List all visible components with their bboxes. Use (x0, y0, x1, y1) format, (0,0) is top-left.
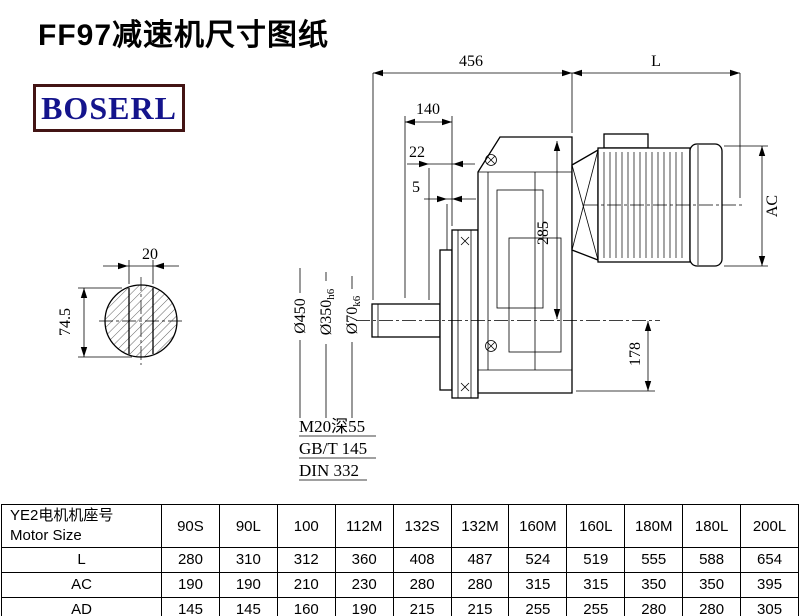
dim-key-flat: 74.5 (57, 287, 132, 358)
dim-key-width-label: 20 (142, 246, 158, 263)
table-cell: 305 (740, 597, 799, 616)
tap-hole-label: M20深55 (299, 417, 365, 436)
page-title: FF97减速机尺寸图纸 (38, 19, 330, 52)
table-row-AD: AD 145 145 160 190 215 215 255 255 280 2… (1, 597, 799, 616)
dim-AC-label: AC (764, 195, 781, 217)
row-label: AD (1, 597, 162, 616)
table-cell: 519 (566, 547, 626, 573)
technical-drawing: 20 74.5 (57, 53, 781, 481)
table-cell: 215 (450, 597, 510, 616)
dim-285-label: 285 (535, 221, 552, 245)
table-row-L: L 280 310 312 360 408 487 524 519 555 58… (1, 547, 799, 573)
dim-456-label: 456 (459, 53, 483, 70)
table-cell: 315 (508, 572, 568, 598)
din-standard-label: DIN 332 (299, 461, 359, 480)
table-cell: 524 (508, 547, 568, 573)
table-cell: 555 (624, 547, 684, 573)
shaft-section-view (99, 277, 183, 365)
dim-5-label: 5 (412, 179, 420, 196)
table-cell: 280 (682, 597, 742, 616)
motor-size-header-en: Motor Size (10, 527, 82, 544)
gearbox-housing (477, 136, 573, 394)
dim-key-width: 20 (103, 246, 179, 284)
col-header: 200L (740, 504, 799, 548)
col-header: 160M (508, 504, 568, 548)
table-cell: 190 (334, 597, 394, 616)
dim-L-label: L (651, 53, 661, 70)
table-cell: 280 (624, 597, 684, 616)
table-cell: 255 (508, 597, 568, 616)
table-cell: 160 (276, 597, 336, 616)
dim-22-label: 22 (409, 144, 425, 161)
dimensions: 456 L 140 22 5 285 (292, 53, 781, 481)
col-header: 180M (624, 504, 684, 548)
table-header-row: YE2电机机座号 Motor Size 90S 90L 100 112M 132… (1, 504, 799, 548)
col-header: 112M (334, 504, 394, 548)
dim-dia70-label: Ø70k6 (344, 295, 363, 334)
table-cell: 350 (682, 572, 742, 598)
table-cell: 190 (161, 572, 220, 598)
table-cell: 215 (392, 597, 452, 616)
table-cell: 210 (276, 572, 336, 598)
motor-size-header-cell: YE2电机机座号 Motor Size (1, 504, 162, 548)
motor (571, 133, 723, 267)
row-label: L (1, 547, 162, 573)
table-cell: 312 (276, 547, 336, 573)
terminal-box (603, 133, 649, 149)
diameter-callouts: Ø450 Ø350h6 Ø70k6 (292, 268, 363, 418)
table-cell: 145 (218, 597, 278, 616)
table-cell: 310 (218, 547, 278, 573)
table-cell: 280 (450, 572, 510, 598)
dim-dia350-label: Ø350h6 (318, 288, 337, 335)
bolt-symbol (485, 340, 497, 352)
table-cell: 145 (161, 597, 220, 616)
reducer-main-view (356, 133, 744, 399)
output-flange (451, 229, 479, 399)
boserl-logo: BOSERL (33, 84, 185, 132)
col-header: 90L (218, 504, 278, 548)
table-cell: 408 (392, 547, 452, 573)
col-header: 90S (161, 504, 220, 548)
table-cell: 654 (740, 547, 799, 573)
table-cell: 190 (218, 572, 278, 598)
col-header: 160L (566, 504, 626, 548)
motor-size-table: YE2电机机座号 Motor Size 90S 90L 100 112M 132… (1, 504, 799, 616)
table-cell: 395 (740, 572, 799, 598)
table-cell: 350 (624, 572, 684, 598)
table-cell: 255 (566, 597, 626, 616)
row-label: AC (1, 572, 162, 598)
dim-key-flat-label: 74.5 (57, 308, 74, 336)
table-cell: 487 (450, 547, 510, 573)
dim-178-label: 178 (627, 342, 644, 366)
table-cell: 230 (334, 572, 394, 598)
table-cell: 280 (392, 572, 452, 598)
shaft-end-tapping-note: M20深55 GB/T 145 DIN 332 (299, 417, 376, 481)
col-header: 132S (392, 504, 452, 548)
gbt-standard-label: GB/T 145 (299, 439, 367, 458)
logo-text: BOSERL (41, 89, 177, 126)
table-cell: 360 (334, 547, 394, 573)
table-cell: 280 (161, 547, 220, 573)
motor-size-header-cn: YE2电机机座号 (10, 507, 114, 524)
dim-140-label: 140 (416, 101, 440, 118)
table-cell: 315 (566, 572, 626, 598)
flange-spigot (439, 249, 453, 391)
bolt-symbol (485, 154, 497, 166)
table-cell: 588 (682, 547, 742, 573)
col-header: 132M (450, 504, 510, 548)
col-header: 100 (276, 504, 336, 548)
col-header: 180L (682, 504, 742, 548)
dim-dia450-label: Ø450 (292, 298, 309, 334)
table-row-AC: AC 190 190 210 230 280 280 315 315 350 3… (1, 572, 799, 598)
